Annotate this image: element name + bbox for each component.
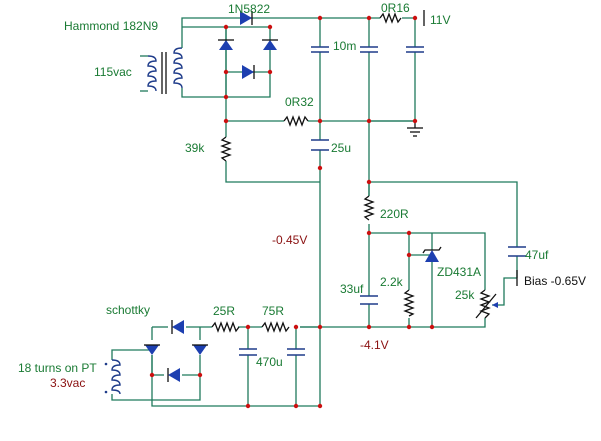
cap-47uf [508, 246, 526, 257]
label-vout: 11V [430, 13, 450, 27]
label-3v3ac: 3.3vac [50, 376, 85, 390]
diode-1n5822 [240, 11, 253, 25]
label-r-39k: 39k [185, 141, 205, 155]
label-diode-1n5822: 1N5822 [228, 2, 270, 16]
coil-18-turns [104, 359, 121, 395]
label-r-75: 75R [262, 304, 284, 318]
label-cap-470u: 470u [256, 355, 283, 369]
label-bias: Bias -0.65V [524, 274, 586, 288]
zener-zd431a [422, 246, 442, 262]
bridge-diodes-top [218, 39, 278, 79]
label-115vac: 115vac [94, 65, 132, 79]
cap-10m [311, 46, 329, 53]
cap-470u-b [287, 348, 305, 356]
label-cap-33uf: 33uf [340, 282, 364, 296]
label-neg41: -4.1V [360, 338, 389, 352]
label-r-2k2: 2.2k [380, 275, 404, 289]
label-turns: 18 turns on PT [18, 361, 97, 375]
label-cap-25u: 25u [331, 141, 351, 155]
resistor-39k [220, 136, 232, 162]
resistor-0r32 [283, 115, 309, 127]
junction-dots [149, 15, 435, 409]
lower-wiring [111, 326, 320, 407]
cap-10m-b [360, 46, 378, 53]
label-r-25: 25R [213, 304, 235, 318]
cap-25u [311, 139, 329, 151]
resistor-25r [211, 321, 240, 333]
schottky-bridge [144, 320, 208, 382]
cap-out [406, 46, 424, 53]
cap-470u-a [239, 348, 257, 356]
ground-symbol [407, 121, 423, 137]
label-r-220: 220R [380, 207, 409, 221]
resistor-2k2 [403, 289, 415, 317]
label-neg045: -0.45V [272, 233, 307, 247]
label-schottky: schottky [106, 303, 150, 317]
pot-25k [475, 289, 498, 319]
resistor-0r16 [379, 12, 402, 24]
transformer-main [140, 27, 183, 95]
resistor-75r [261, 321, 290, 333]
label-zener: ZD431A [437, 265, 481, 279]
label-transformer: Hammond 182N9 [64, 19, 158, 33]
label-pot-25k: 25k [455, 288, 475, 302]
resistor-220r [363, 195, 375, 221]
label-r-0r16: 0R16 [381, 1, 410, 15]
label-cap-10m: 10m [333, 39, 356, 53]
label-r-0r32: 0R32 [285, 95, 314, 109]
cap-33uf [360, 295, 378, 305]
label-cap-47uf: 47uf [525, 248, 549, 262]
